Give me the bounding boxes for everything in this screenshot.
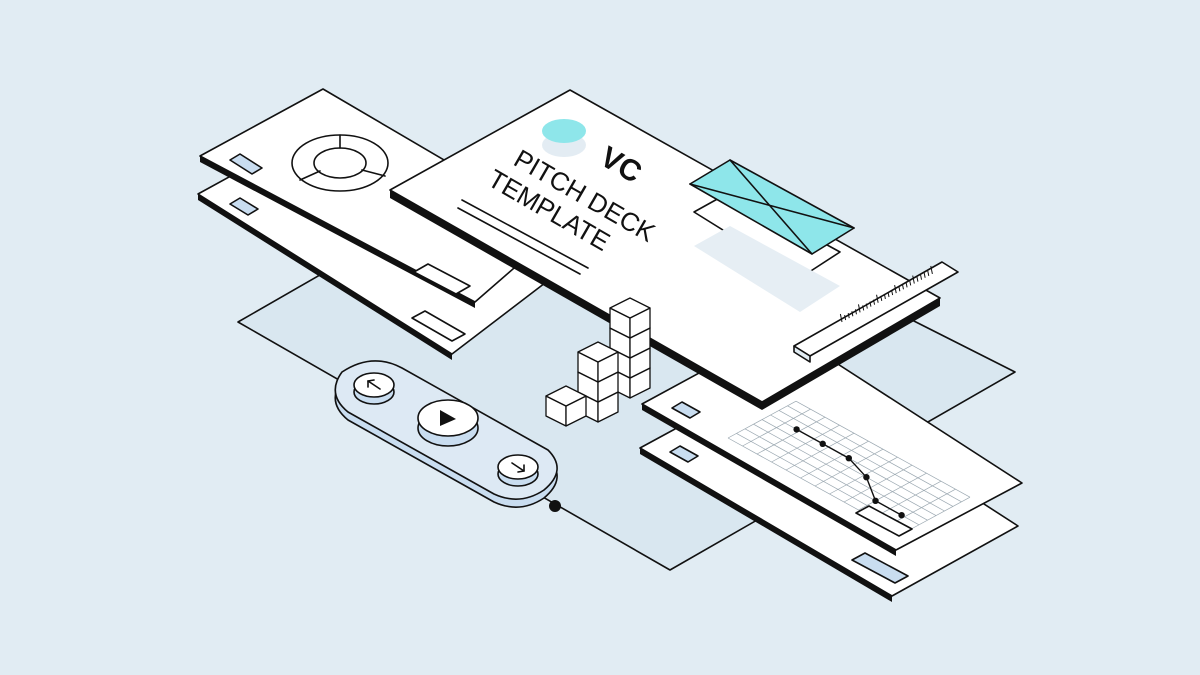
image-placeholder-icon <box>689 159 855 255</box>
ruler-tick <box>923 272 926 278</box>
ruler-tick <box>916 276 919 282</box>
title-underline-2 <box>457 207 581 275</box>
ruler-tick <box>927 270 930 276</box>
arrow-down-right-icon <box>511 462 525 473</box>
play-icon <box>440 410 456 426</box>
chart-point <box>898 512 905 519</box>
chart-point <box>793 426 800 433</box>
ruler-tick <box>909 280 912 286</box>
cube <box>609 297 651 339</box>
cube-stack <box>545 297 651 427</box>
cube <box>577 341 619 383</box>
ruler-tick <box>894 285 897 294</box>
ruler-tick <box>898 286 901 292</box>
next-button[interactable] <box>497 454 539 487</box>
right-back-card-badge <box>669 445 699 463</box>
play-button[interactable] <box>417 399 479 447</box>
ruler-tick <box>883 293 886 300</box>
chart-point <box>845 455 852 462</box>
left-front-card <box>199 88 561 308</box>
media-controller <box>334 360 561 512</box>
left-front-card-button <box>413 263 471 295</box>
grid-line <box>858 472 927 511</box>
grid-line <box>771 424 840 463</box>
grid-line <box>829 456 898 495</box>
grid-line <box>800 440 869 479</box>
ruler-tick <box>920 274 923 280</box>
ruler-tick <box>839 313 843 323</box>
ruler-tick <box>851 311 854 317</box>
ruler-tick <box>912 275 915 284</box>
ruler-tick <box>905 282 908 288</box>
grid-line <box>843 464 913 503</box>
ruler-tick <box>857 304 861 313</box>
title-underline-1 <box>461 199 589 269</box>
ruler-tick <box>901 284 904 290</box>
ruler-tick <box>854 309 857 315</box>
ruler-tick <box>862 305 865 311</box>
ruler-tick <box>891 289 894 296</box>
accent-circle <box>542 119 586 143</box>
cube <box>545 385 587 427</box>
ruler-tick <box>930 265 933 275</box>
grid-line <box>727 400 797 439</box>
chart-point <box>872 497 879 504</box>
arrow-up-left-icon <box>367 379 381 390</box>
right-front-card-badge <box>671 401 701 419</box>
chart-point <box>819 440 826 447</box>
left-back-card-badge <box>229 197 259 216</box>
ruler <box>793 261 959 363</box>
image-placeholder-shade <box>694 226 840 312</box>
chart-point <box>863 474 870 481</box>
grid-line <box>756 416 826 455</box>
ruler-tick <box>873 299 876 305</box>
ruler-tick <box>880 295 883 301</box>
ruler-tick <box>869 301 872 307</box>
grid-line <box>901 496 971 535</box>
prev-button[interactable] <box>353 372 395 405</box>
chart-line <box>796 428 902 516</box>
right-front-card-button <box>855 505 913 537</box>
grid-line <box>742 408 811 447</box>
ruler-tick <box>847 313 850 319</box>
ruler-tick <box>887 291 890 298</box>
grid-line <box>785 432 855 471</box>
right-back-card-button <box>851 552 909 584</box>
ruler-tick <box>876 294 879 303</box>
ruler-tick <box>844 314 847 321</box>
donut-chart <box>291 134 389 192</box>
left-back-card-button <box>411 310 466 342</box>
ruler-tick <box>865 303 868 309</box>
grid-line <box>814 448 884 487</box>
controller-pivot <box>549 500 561 512</box>
line-chart-series <box>793 426 905 519</box>
title-card: VC PITCH DECK TEMPLATE <box>389 89 959 410</box>
grid-line <box>887 488 956 527</box>
grid-line <box>872 480 942 519</box>
left-front-card-badge <box>229 153 263 175</box>
